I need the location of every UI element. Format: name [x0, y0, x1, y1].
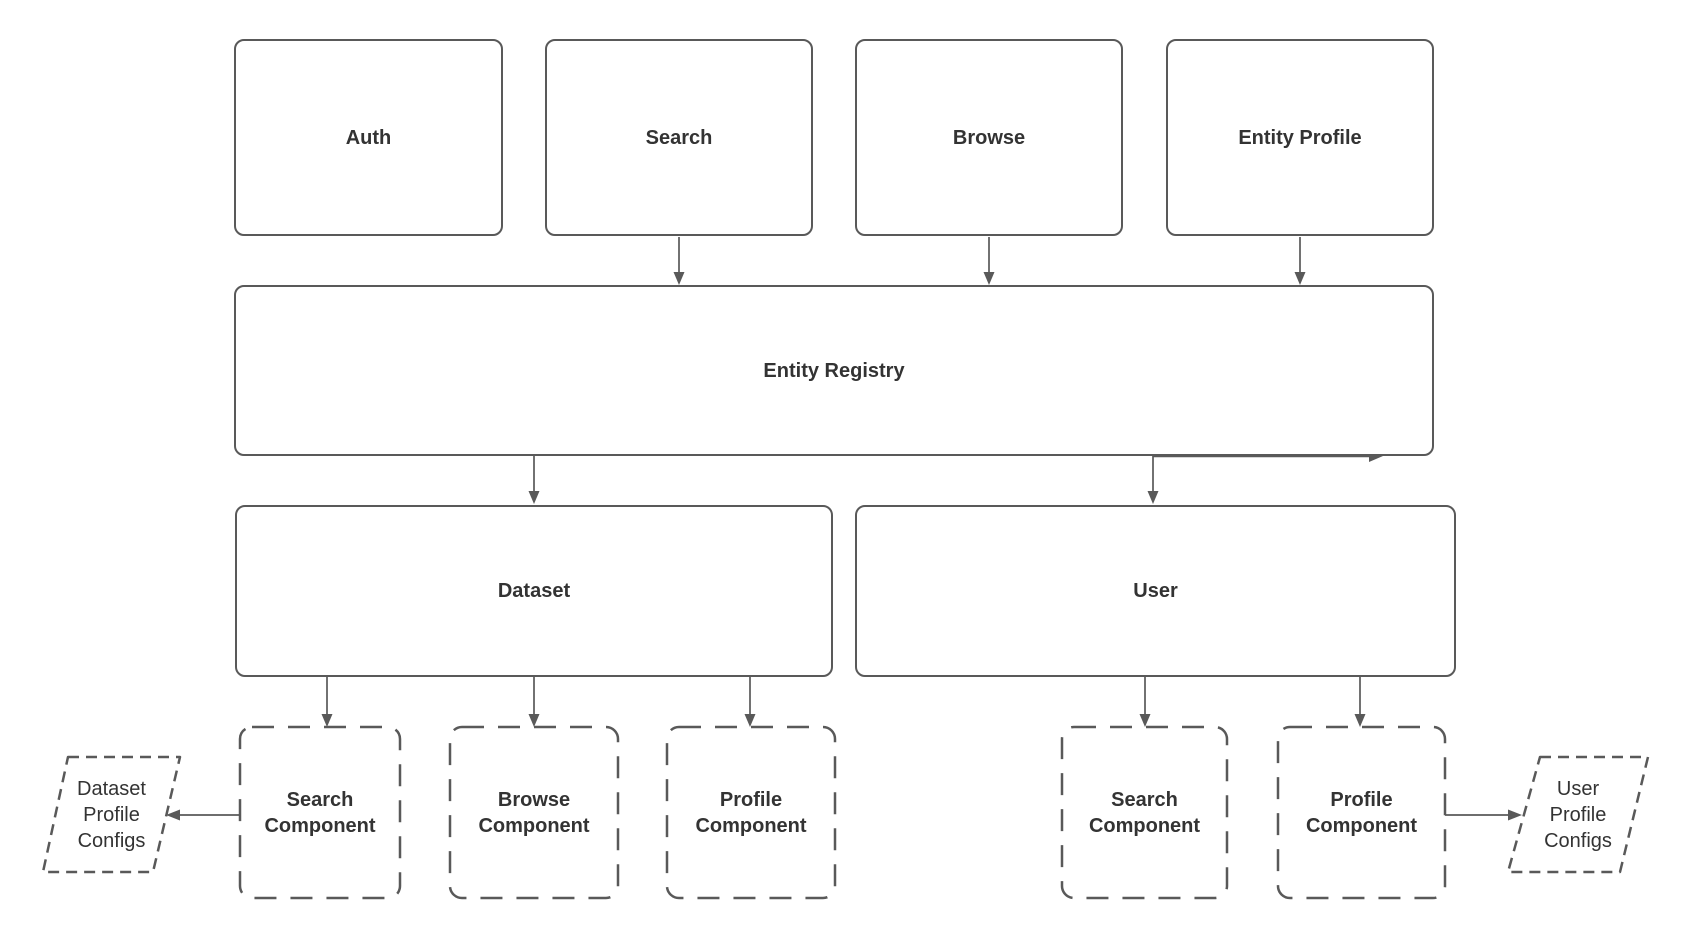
edge-entity-profile-to-entity-registry — [1294, 237, 1306, 285]
edge-user-to-profile-component — [1354, 677, 1366, 727]
edge-entity-registry-to-user — [1147, 456, 1159, 504]
node-dataset: Dataset — [235, 505, 833, 677]
node-user: User — [855, 505, 1456, 677]
node-auth: Auth — [234, 39, 503, 236]
edge-profile-component-to-user-profile-configs — [1445, 809, 1522, 821]
edge-search-component-to-dataset-profile-configs — [166, 809, 240, 821]
edge-browse-to-entity-registry — [983, 237, 995, 285]
dataset-browse-component-box — [448, 725, 620, 900]
node-browse: Browse — [855, 39, 1123, 236]
edge-dataset-to-profile-component — [744, 677, 756, 727]
edge-user-to-search-component — [1139, 677, 1151, 727]
edge-dataset-to-browse-component — [528, 677, 540, 727]
node-entity-registry: Entity Registry — [234, 285, 1434, 456]
node-dataset-label: Dataset — [497, 580, 571, 602]
node-browse-label: Browse — [952, 126, 1026, 149]
node-user-label: User — [1133, 580, 1178, 602]
node-entity-profile-label: Entity Profile — [1238, 126, 1362, 149]
dataset-profile-configs-shape — [41, 755, 182, 874]
user-profile-component-box — [1276, 725, 1447, 900]
node-entity-registry-label: Entity Registry — [763, 359, 905, 382]
node-search-label: Search — [645, 126, 713, 149]
node-entity-profile: Entity Profile — [1166, 39, 1434, 236]
dataset-profile-component-box — [665, 725, 837, 900]
edge-search-to-entity-registry — [673, 237, 685, 285]
dataset-search-component-box — [238, 725, 402, 900]
node-search: Search — [545, 39, 813, 236]
edge-dataset-to-search-component — [321, 677, 333, 727]
node-auth-label: Auth — [345, 126, 392, 149]
user-search-component-box — [1060, 725, 1229, 900]
user-profile-configs-shape — [1506, 755, 1650, 874]
edge-entity-registry-to-dataset — [528, 456, 540, 504]
